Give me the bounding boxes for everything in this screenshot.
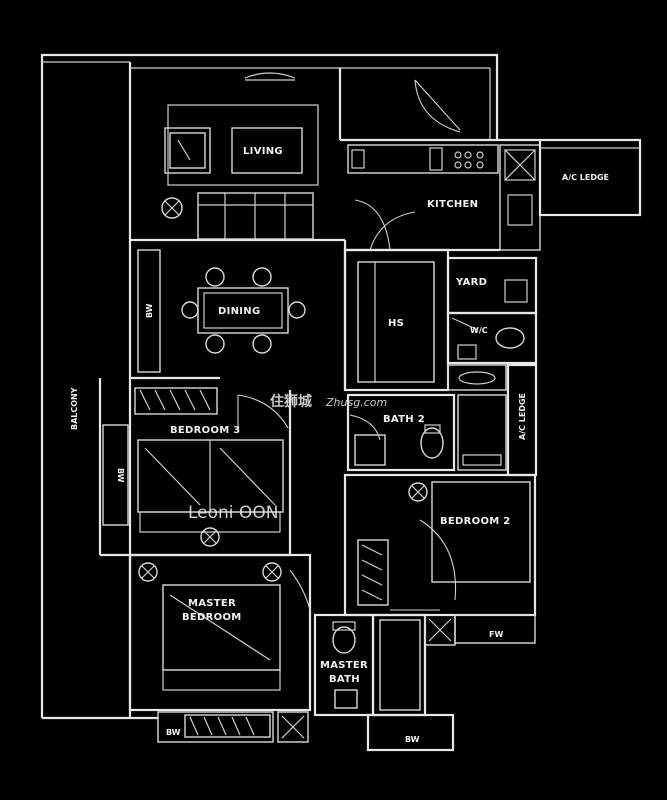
outer-walls xyxy=(40,53,540,720)
watermark-site: Zhusg.com xyxy=(325,396,387,409)
room-label-ac-ledge-right: A/C LEDGE xyxy=(518,393,527,440)
bedroom2-block xyxy=(343,473,537,644)
master-bedroom-block xyxy=(128,553,312,743)
service-block xyxy=(343,248,538,392)
room-label-bedroom3: BEDROOM 3 xyxy=(170,425,241,436)
room-label-wc: W/C xyxy=(470,326,488,335)
living-dining xyxy=(130,68,461,390)
room-label-living: LIVING xyxy=(243,146,283,157)
master-bath-block xyxy=(313,613,456,752)
bedroom3-block xyxy=(98,378,292,557)
room-label-kitchen: KITCHEN xyxy=(427,199,478,210)
room-label-master-bath-1: MASTER xyxy=(320,660,368,671)
fixture-label-fw-bedroom2: FW xyxy=(489,630,503,639)
fixture-label-bw-bottom: BW xyxy=(166,728,181,737)
room-label-master-bedroom-2: BEDROOM xyxy=(182,612,242,623)
room-label-master-bath-2: BATH xyxy=(329,674,360,685)
room-label-dining: DINING xyxy=(218,306,261,317)
room-label-bedroom2: BEDROOM 2 xyxy=(440,516,511,527)
credit-text: Leoni OON xyxy=(188,503,278,523)
fixture-label-bw-dining: BW xyxy=(145,303,154,318)
fixture-label-bw-master-bath: BW xyxy=(405,735,420,744)
room-label-yard: YARD xyxy=(455,277,487,288)
room-label-balcony: BALCONY xyxy=(70,387,79,430)
fixture-label-bw-bedroom3: BW xyxy=(116,468,125,483)
room-label-master-bedroom-1: MASTER xyxy=(188,598,236,609)
room-label-hs: HS xyxy=(388,318,404,329)
kitchen-block xyxy=(345,138,642,252)
watermark-chinese: 住狮城 xyxy=(270,393,312,410)
room-label-bath2: BATH 2 xyxy=(383,414,425,425)
room-label-ac-ledge-top: A/C LEDGE xyxy=(562,173,609,182)
